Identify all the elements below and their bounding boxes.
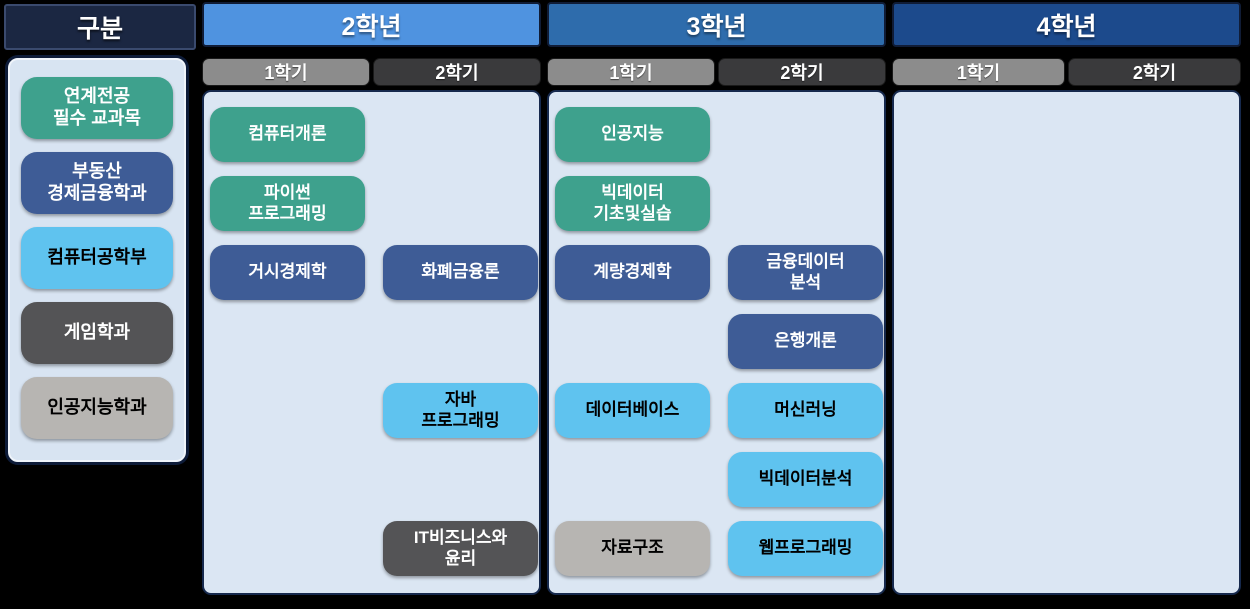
course-box: 은행개론 [728, 314, 883, 369]
course-box: 인공지능 [555, 107, 710, 162]
course-panel [892, 90, 1241, 595]
course-box: IT비즈니스와 윤리 [383, 521, 538, 576]
legend-item-game: 게임학과 [21, 302, 173, 364]
course-box: 금융데이터 분석 [728, 245, 883, 300]
semester-tab-1: 1학기 [892, 58, 1065, 86]
legend-title: 구분 [4, 4, 196, 50]
semester-tab-2: 2학기 [1068, 58, 1241, 86]
course-box: 웹프로그래밍 [728, 521, 883, 576]
course-box: 데이터베이스 [555, 383, 710, 438]
course-box: 자바 프로그래밍 [383, 383, 538, 438]
legend-item-computer_eng: 컴퓨터공학부 [21, 227, 173, 289]
course-box: 빅데이터 기초및실습 [555, 176, 710, 231]
course-box: 파이썬 프로그래밍 [210, 176, 365, 231]
year-header: 4학년 [892, 2, 1241, 47]
course-box: 빅데이터분석 [728, 452, 883, 507]
course-box: 컴퓨터개론 [210, 107, 365, 162]
course-box: 자료구조 [555, 521, 710, 576]
course-box: 화폐금융론 [383, 245, 538, 300]
legend-item-required: 연계전공 필수 교과목 [21, 77, 173, 139]
course-box: 거시경제학 [210, 245, 365, 300]
semester-tab-2: 2학기 [373, 58, 541, 86]
course-box: 머신러닝 [728, 383, 883, 438]
semester-tab-2: 2학기 [718, 58, 886, 86]
legend-item-realestate_finance: 부동산 경제금융학과 [21, 152, 173, 214]
year-header: 3학년 [547, 2, 886, 47]
semester-tab-1: 1학기 [202, 58, 370, 86]
legend-item-ai: 인공지능학과 [21, 377, 173, 439]
semester-tab-1: 1학기 [547, 58, 715, 86]
course-box: 계량경제학 [555, 245, 710, 300]
year-header: 2학년 [202, 2, 541, 47]
